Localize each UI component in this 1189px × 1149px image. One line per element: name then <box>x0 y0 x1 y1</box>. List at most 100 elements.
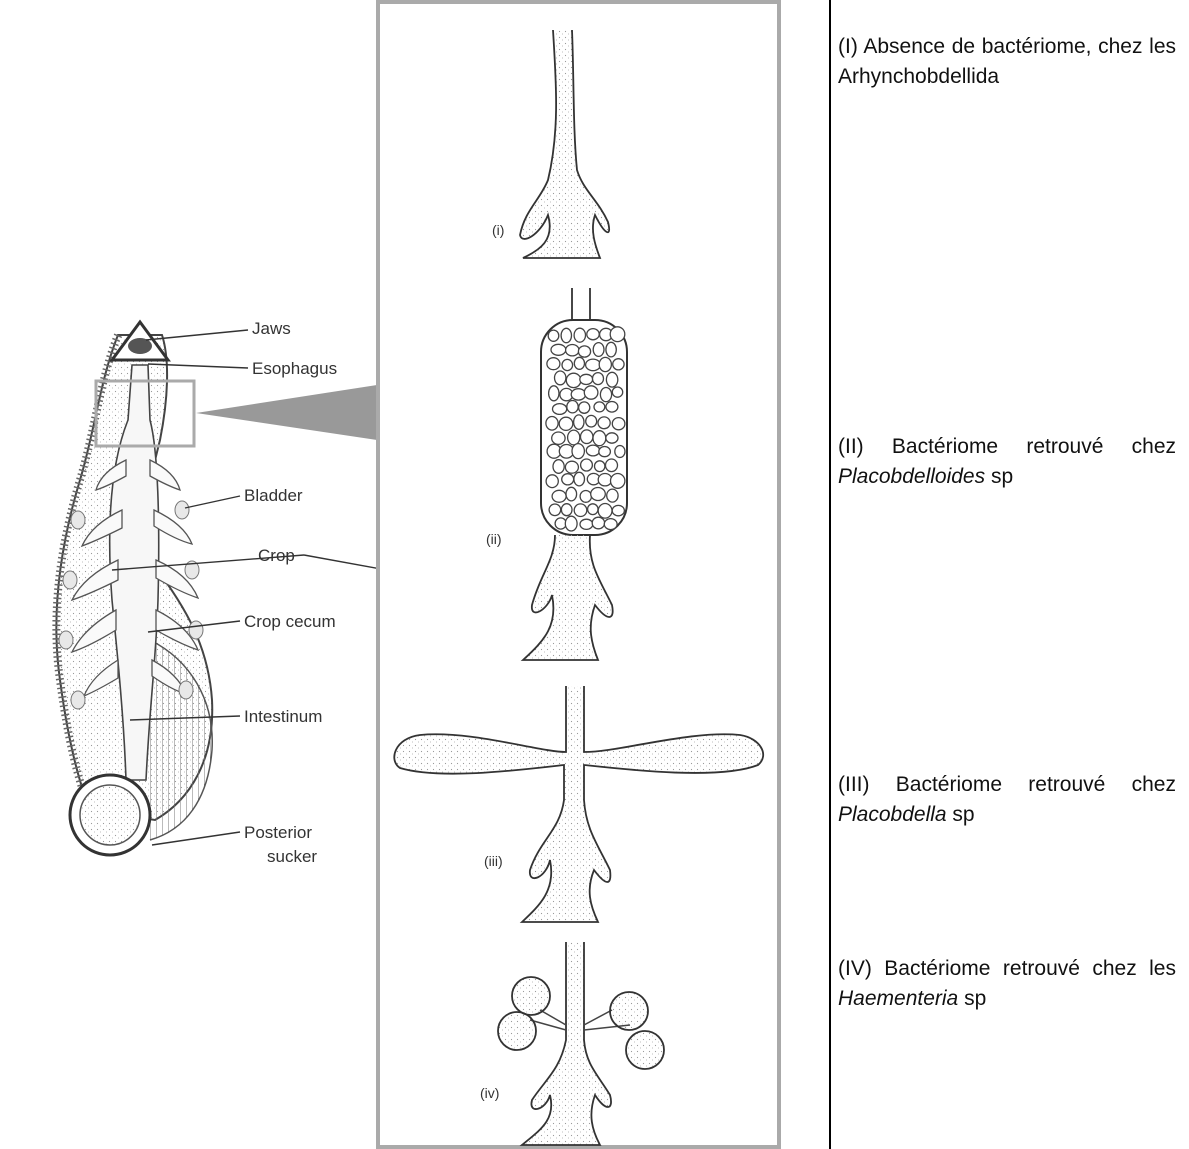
bacteriome-cell <box>568 430 580 445</box>
bacteriome-cell <box>567 401 578 413</box>
bacteriome-cell <box>593 373 604 385</box>
bacteriome-cell <box>586 415 597 427</box>
numeral-iii: (iii) <box>484 853 503 869</box>
zoom-wedge <box>196 385 377 440</box>
label-esophagus: Esophagus <box>252 359 337 378</box>
bacteriome-cell <box>561 504 572 516</box>
caption-i: (I) Absence de bactériome, chez les Arhy… <box>838 32 1176 92</box>
bacteriome-cell <box>606 342 616 357</box>
bacteriome-cell <box>566 373 581 387</box>
caption-i-text: (I) Absence de bactériome, chez les Arhy… <box>838 35 1176 88</box>
bacteriome-cell <box>599 357 611 371</box>
posterior-sucker-shape <box>70 775 150 855</box>
caption-iv: (IV) Bactériome retrouvé chez les Haemen… <box>838 954 1176 1014</box>
bacteriome-cell <box>549 386 559 401</box>
bacteriome-cell <box>599 447 611 457</box>
bacteriome-cell <box>612 387 622 397</box>
caption-iv-genus: Haementeria <box>838 987 958 1010</box>
caption-ii-genus: Placobdelloides <box>838 465 985 488</box>
bacteriome-cell <box>579 402 590 413</box>
bacteriome-cell <box>611 474 625 489</box>
caption-iii-suffix: sp <box>947 803 975 826</box>
bacteriome-cell <box>593 343 604 357</box>
bacteriome-cell <box>610 327 625 342</box>
bacteriome-cell <box>552 432 565 444</box>
bacteriome-cell <box>574 328 585 342</box>
caption-iv-text: (IV) Bactériome retrouvé chez les <box>838 957 1176 980</box>
bacteriome-cell <box>562 474 574 485</box>
bacteriome-cell <box>598 417 610 429</box>
caption-iv-suffix: sp <box>958 987 986 1010</box>
bacteriome-cell <box>566 487 577 501</box>
caption-iii-genus: Placobdella <box>838 803 947 826</box>
bacteriome-cell <box>606 402 618 413</box>
bacteriome-cell <box>591 488 606 501</box>
bacteriome-cell <box>571 389 585 400</box>
bacteriome-cell <box>574 472 585 486</box>
bacteriome-cell <box>572 444 584 459</box>
caption-ii-suffix: sp <box>985 465 1013 488</box>
bacteriome-cell <box>566 345 579 356</box>
bacteriome-cell <box>553 404 567 415</box>
bacteriome-cell <box>594 402 605 412</box>
bacteriome-cell <box>574 504 587 517</box>
bacteriome-cell <box>615 446 625 458</box>
bacteriome-cell <box>612 418 625 430</box>
bacteriome-cell <box>581 430 593 444</box>
bacteriome-cell <box>565 461 578 473</box>
bacteriome-cell <box>553 460 564 474</box>
numeral-ii: (ii) <box>486 531 502 547</box>
bacteriome-cell <box>606 459 618 472</box>
bacteriome-cell <box>578 346 590 357</box>
bacteriome-cell <box>561 328 571 342</box>
numeral-iv: (iv) <box>480 1085 499 1101</box>
bacteriome-cell <box>555 518 566 529</box>
bacteriome-cell <box>586 359 601 371</box>
bacteriome-cell <box>598 474 612 486</box>
bacteriome-cell <box>606 433 618 443</box>
numeral-i: (i) <box>492 222 504 238</box>
bacteriome-cell <box>546 475 558 488</box>
bacteriome-cell <box>612 505 624 515</box>
bacteriome-cell <box>592 517 604 529</box>
bacteriome-cell <box>600 388 611 402</box>
bacteriome-cell <box>595 461 605 472</box>
label-intestinum: Intestinum <box>244 707 322 726</box>
bacteriome-cell <box>613 359 624 370</box>
bacteriome-cell <box>562 359 573 370</box>
label-posterior: Posterior <box>244 823 312 842</box>
bacteriome-cell <box>586 445 599 456</box>
bacteriome-cell <box>548 330 559 341</box>
label-jaws: Jaws <box>252 319 291 338</box>
bacteriome-cell <box>565 516 577 531</box>
bacteriome-cell <box>584 386 598 399</box>
bacteriome-cell <box>587 329 599 340</box>
label-crop-cecum: Crop cecum <box>244 612 336 631</box>
bacteriome-cell <box>580 491 591 503</box>
bacteriome-cell <box>546 417 558 431</box>
bacteriome-cell <box>574 357 584 369</box>
bacteriome-cell <box>580 374 593 384</box>
bacteriome-cell <box>549 504 561 516</box>
bacteriome-cell <box>580 519 593 529</box>
bacteriome-cell <box>588 504 598 515</box>
bacteriome-cell <box>551 344 566 355</box>
bacteriome-cell <box>574 415 584 429</box>
label-bladder: Bladder <box>244 486 303 505</box>
bacteriome-cell <box>593 431 606 446</box>
label-crop: Crop <box>258 546 295 565</box>
bacteriome-cell <box>547 358 560 370</box>
label-sucker: sucker <box>267 847 317 866</box>
bacteriome-cell <box>598 504 612 519</box>
bacteriome-cell <box>555 371 566 385</box>
bacteriome-cell <box>559 417 573 430</box>
bacteriome-cell <box>604 519 617 530</box>
bacteriome-cell <box>606 372 617 387</box>
bacteriome-cell <box>607 489 618 502</box>
caption-ii-text: (II) Bactériome retrouvé chez <box>838 435 1176 458</box>
caption-iii: (III) Bactériome retrouvé chez Placobdel… <box>838 770 1176 830</box>
caption-column: (I) Absence de bactériome, chez les Arhy… <box>829 0 1189 1149</box>
bacteriome-cell <box>581 459 593 471</box>
bacteriome-cell <box>552 490 566 502</box>
caption-ii: (II) Bactériome retrouvé chez Placobdell… <box>838 432 1176 492</box>
